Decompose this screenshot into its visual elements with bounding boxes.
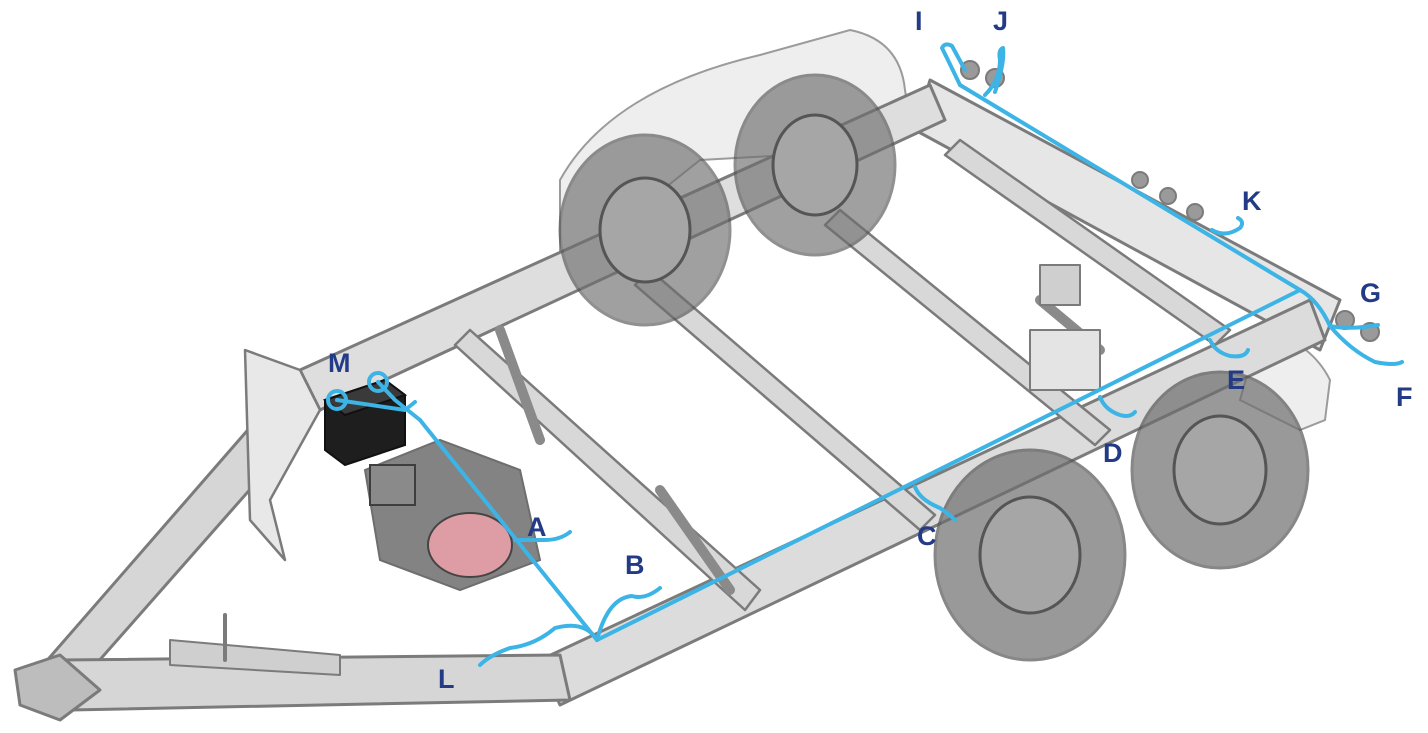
wheel-front-right-2 (1130, 370, 1310, 570)
wheel-front-right-1 (933, 448, 1127, 662)
label-G: G (1360, 278, 1381, 308)
label-F: F (1396, 382, 1413, 412)
callout-labels: A B C D E F G I J K L M (328, 6, 1413, 694)
label-M: M (328, 348, 351, 378)
wiring-harness (326, 42, 1404, 667)
label-A: A (527, 512, 547, 542)
label-J: J (993, 6, 1008, 36)
wheel-rear-left-1 (558, 133, 732, 327)
label-I: I (915, 6, 923, 36)
label-C: C (917, 521, 937, 551)
wheel-rear-left-2 (733, 73, 897, 257)
label-B: B (625, 550, 645, 580)
hydraulic-pump-unit (363, 438, 542, 592)
label-K: K (1242, 186, 1262, 216)
label-D: D (1103, 438, 1123, 468)
label-L: L (438, 664, 455, 694)
label-E: E (1227, 365, 1245, 395)
